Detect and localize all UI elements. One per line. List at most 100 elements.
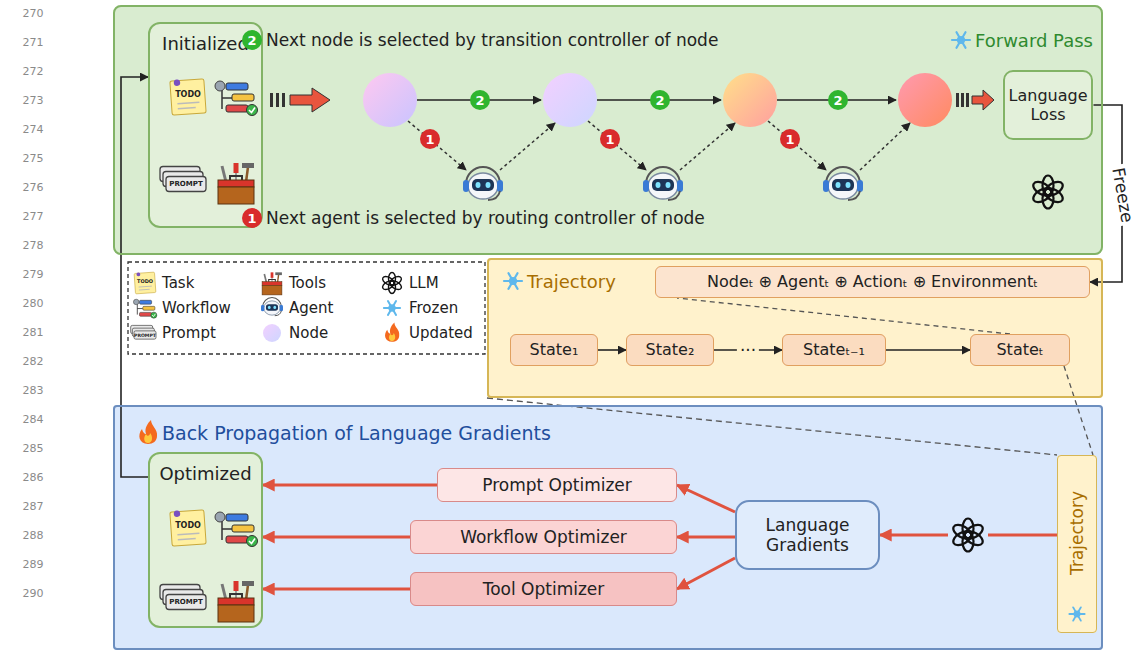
- figure-part: [504, 273, 522, 289]
- figure-part: [140, 300, 152, 304]
- arrow-bar: [282, 93, 285, 107]
- figure-part: [666, 182, 671, 188]
- todo-icon: [170, 509, 206, 546]
- figure-part: [152, 314, 155, 317]
- figure-part: [381, 275, 395, 287]
- figure-part: [133, 299, 139, 305]
- line-number: 278: [23, 239, 44, 252]
- figure-part: [1074, 611, 1079, 616]
- tools-icon: [218, 163, 254, 204]
- trajectory-panel: TrajectoryNodeₜ ⊕ Agentₜ ⊕ Actionₜ ⊕ Env…: [487, 258, 1103, 398]
- routing-arrow: [768, 121, 826, 170]
- arrow-bar: [961, 93, 964, 107]
- line-number: 277: [23, 210, 44, 223]
- routing-arrow: [408, 121, 466, 170]
- snowflake-icon: [952, 32, 970, 48]
- initialized-box: Initialized: [148, 22, 263, 228]
- line-number: 272: [23, 65, 44, 78]
- figure-part: [134, 331, 156, 339]
- snowflake-icon: [384, 301, 400, 315]
- tools-icon: [218, 581, 254, 622]
- figure-part: [509, 273, 518, 289]
- figure-part: [677, 180, 683, 192]
- optimizer-box: Prompt Optimizer: [437, 468, 677, 502]
- routing-arrows: [408, 121, 910, 170]
- icon-text: PROMPT: [134, 333, 156, 338]
- arrow-bar: [966, 93, 969, 107]
- callout-number: 2: [828, 90, 848, 110]
- box-fill: [735, 500, 880, 570]
- box-fill: [113, 5, 1103, 255]
- routing-arrow: [860, 123, 910, 170]
- figure-part: [958, 37, 964, 43]
- optimizer-box: Tool Optimizer: [410, 572, 677, 606]
- figure-part: [271, 272, 274, 278]
- figure-part: [952, 32, 970, 48]
- line-number: 281: [23, 326, 44, 339]
- figure-part: [242, 581, 254, 586]
- line-number: 270: [23, 7, 44, 20]
- figure-part: [166, 595, 206, 610]
- figure-part: [144, 433, 152, 443]
- box-fill: [437, 468, 677, 502]
- figure-part: [268, 306, 271, 309]
- prompt-icon: [160, 585, 206, 610]
- figure-part: [385, 323, 399, 342]
- box-fill: [626, 334, 714, 366]
- figure-part: [174, 510, 181, 517]
- figure-part: [226, 536, 248, 543]
- legend-text: Agent: [289, 299, 333, 317]
- figure-part: [170, 509, 206, 546]
- figure-part: [249, 108, 255, 113]
- icon-text: PROMPT: [169, 180, 202, 188]
- block-arrow: [270, 88, 330, 112]
- node-circle: [363, 73, 417, 127]
- workflow-icon: [215, 512, 258, 547]
- box-fill: [1057, 455, 1097, 633]
- connector: [121, 77, 148, 477]
- figure-part: [472, 179, 494, 191]
- edge-label: ···: [737, 340, 759, 360]
- line-number: 286: [23, 471, 44, 484]
- figure-part: [178, 538, 196, 539]
- figure-part: [140, 312, 152, 316]
- legend-box: [128, 262, 485, 354]
- box-fill: [113, 405, 1103, 650]
- snowflake-icon: [1069, 607, 1084, 620]
- box-fill: [148, 22, 263, 228]
- box-label: Tool Optimizer: [483, 579, 605, 599]
- figure-part: [134, 272, 156, 294]
- figure-part: [226, 83, 248, 90]
- callout-number: 1: [780, 129, 800, 149]
- figure-part: [249, 539, 255, 544]
- tools-icon: [262, 272, 282, 295]
- figure-part: [1073, 607, 1081, 620]
- figure-part: [136, 272, 140, 276]
- connector: [880, 534, 1057, 537]
- figure-part: [177, 533, 199, 535]
- line-number: 289: [23, 558, 44, 571]
- callout-number: 2: [470, 90, 490, 110]
- connector: [598, 349, 626, 351]
- connector: [263, 536, 410, 539]
- figure-part: [389, 333, 395, 341]
- arrow-head: [290, 88, 330, 112]
- routing-arrow: [588, 121, 646, 170]
- figure-part: [384, 301, 400, 315]
- figure-part: [247, 536, 258, 547]
- loss-box: Language Loss: [1003, 70, 1094, 140]
- todo-icon: [134, 271, 156, 293]
- figure-part: [1031, 179, 1054, 198]
- figure-part: [275, 311, 282, 316]
- figure-part: [174, 79, 181, 86]
- figure-part: [215, 81, 225, 91]
- figure-part: [218, 598, 254, 605]
- line-number: 279: [23, 268, 44, 281]
- line-number: 271: [23, 36, 44, 49]
- figure-part: [230, 594, 242, 598]
- optimized-box: Optimized: [148, 452, 263, 628]
- snowflake-icon: [504, 273, 522, 289]
- figure-part: [656, 182, 661, 188]
- panel-title: Forward Pass: [975, 30, 1093, 51]
- figure-part: [957, 32, 966, 48]
